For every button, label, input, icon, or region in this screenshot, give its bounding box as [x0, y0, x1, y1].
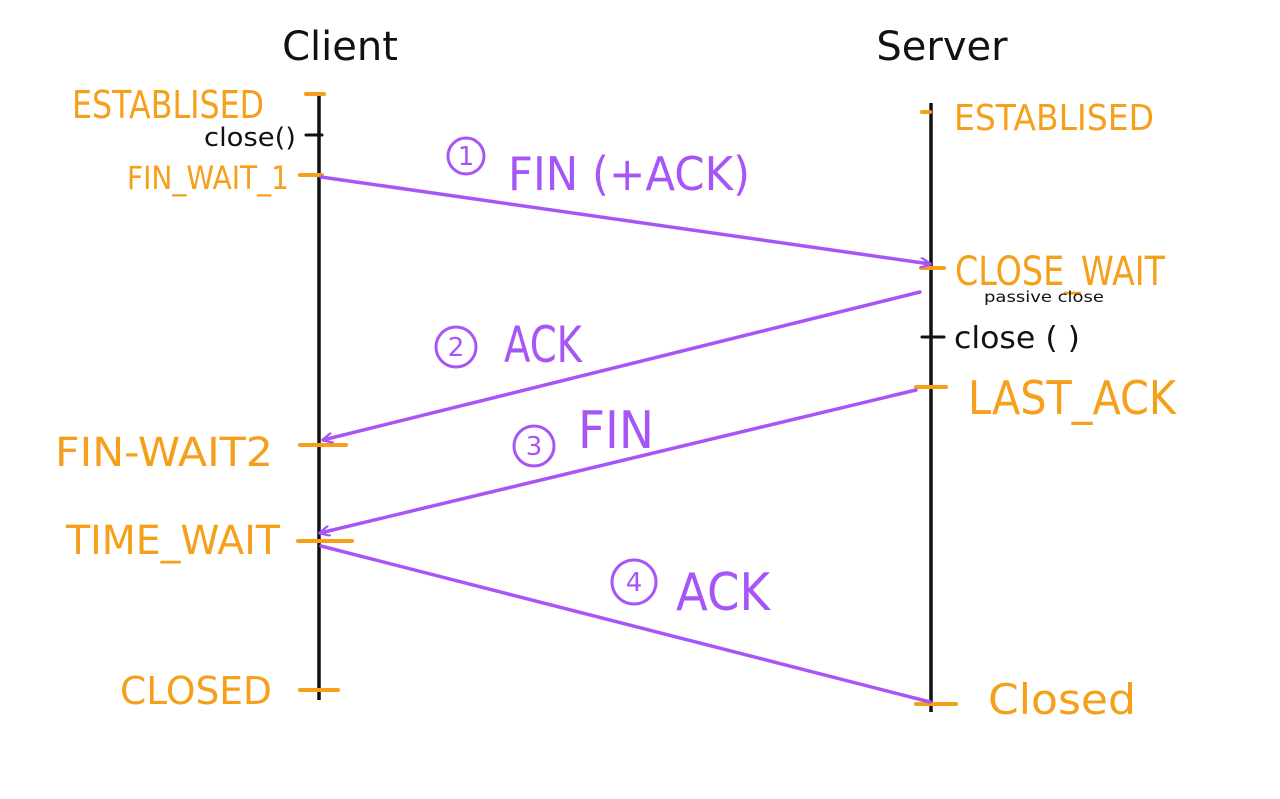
server-label: Server — [876, 24, 1008, 70]
message-1-label: 1 FIN (+ACK) — [446, 136, 750, 201]
server-state-closed: Closed — [988, 675, 1136, 724]
message-1-number: 1 — [458, 142, 475, 172]
server-state-established: ESTABLISED — [954, 98, 1154, 139]
message-1-number-circle — [446, 136, 486, 176]
server-state-last-ack: LAST_ACK — [968, 371, 1178, 425]
message-3-number-circle — [512, 424, 556, 468]
server-close-call: close ( ) — [954, 321, 1080, 356]
client-state-time-wait: TIME_WAIT — [65, 518, 281, 564]
client-state-fin-wait-1: FIN_WAIT_1 — [127, 159, 289, 197]
message-4-text: ACK — [676, 563, 772, 623]
message-3-number: 3 — [526, 432, 543, 462]
message-2-number-circle — [434, 325, 478, 369]
message-3-arrow — [320, 388, 918, 533]
message-1-arrow — [319, 175, 932, 264]
message-4-number: 4 — [626, 568, 643, 598]
client-label: Client — [282, 24, 398, 70]
client-state-closed: CLOSED — [120, 669, 272, 713]
server-passive-close-note: passive close — [984, 288, 1104, 306]
message-1-text: FIN (+ACK) — [508, 147, 750, 201]
message-2-text: ACK — [504, 316, 583, 374]
server-state-close-wait: CLOSE_WAIT — [955, 249, 1165, 295]
message-4-label: 4 ACK — [610, 558, 772, 623]
message-2-arrow — [323, 290, 922, 440]
client-state-established: ESTABLISED — [72, 83, 264, 127]
message-2-number: 2 — [448, 333, 465, 363]
message-4-number-circle — [610, 558, 658, 606]
client-state-fin-wait-2: FIN-WAIT2 — [55, 430, 273, 476]
message-3-label: 3 FIN — [512, 401, 654, 468]
message-4-arrow — [319, 544, 932, 704]
message-3-text: FIN — [578, 401, 654, 461]
message-2-label: 2 ACK — [434, 316, 583, 374]
client-close-call: close() — [204, 123, 296, 153]
